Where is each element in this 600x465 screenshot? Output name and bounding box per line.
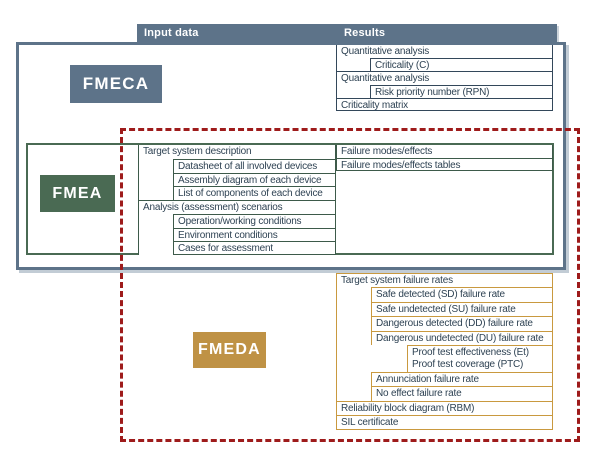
table-row: Environment conditions — [173, 227, 336, 242]
fmeca-label-block: FMECA — [70, 65, 162, 103]
table-row: List of components of each device — [173, 186, 336, 200]
table-row: Dangerous detected (DD) failure rate — [371, 316, 553, 331]
results-column-header: Results — [344, 27, 386, 39]
fmeda-label-block: FMEDA — [193, 332, 266, 368]
table-row-line: Proof test coverage (PTC) — [412, 358, 524, 370]
table-row: Dangerous undetected (DU) failure rate — [371, 330, 553, 345]
table-row: Criticality (C) — [370, 58, 553, 72]
table-row: Datasheet of all involved devices — [173, 158, 336, 173]
table-row: Reliability block diagram (RBM) — [337, 400, 553, 416]
table-row: Safe undetected (SU) failure rate — [371, 301, 553, 317]
table-row: Quantitative analysis — [337, 71, 553, 85]
column-header-bar: Input data Results — [137, 24, 557, 42]
table-row: Cases for assessment — [173, 241, 336, 255]
table-row: No effect failure rate — [371, 386, 553, 401]
table-row: Risk priority number (RPN) — [370, 84, 553, 98]
table-row: Operation/working conditions — [173, 213, 336, 228]
table-row: SIL certificate — [337, 415, 553, 430]
fmeda-scope-dashed-border — [120, 128, 580, 442]
table-row: Criticality matrix — [337, 97, 553, 111]
table-row: Target system description — [139, 145, 336, 159]
table-row: Failure modes/effects tables — [336, 157, 553, 171]
table-row: Safe detected (SD) failure rate — [371, 287, 553, 302]
table-row: Proof test effectiveness (Et)Proof test … — [407, 344, 553, 372]
table-row: Target system failure rates — [337, 273, 553, 288]
table-row-line: Proof test effectiveness (Et) — [412, 346, 529, 358]
table-row: Annunciation failure rate — [371, 371, 553, 387]
input-data-column-header: Input data — [144, 27, 199, 39]
table-row: Analysis (assessment) scenarios — [139, 200, 336, 214]
fmeca-container-box — [16, 42, 566, 270]
table-row: Quantitative analysis — [337, 45, 553, 59]
fmea-label-block: FMEA — [40, 175, 115, 212]
table-row: Assembly diagram of each device — [173, 172, 336, 187]
